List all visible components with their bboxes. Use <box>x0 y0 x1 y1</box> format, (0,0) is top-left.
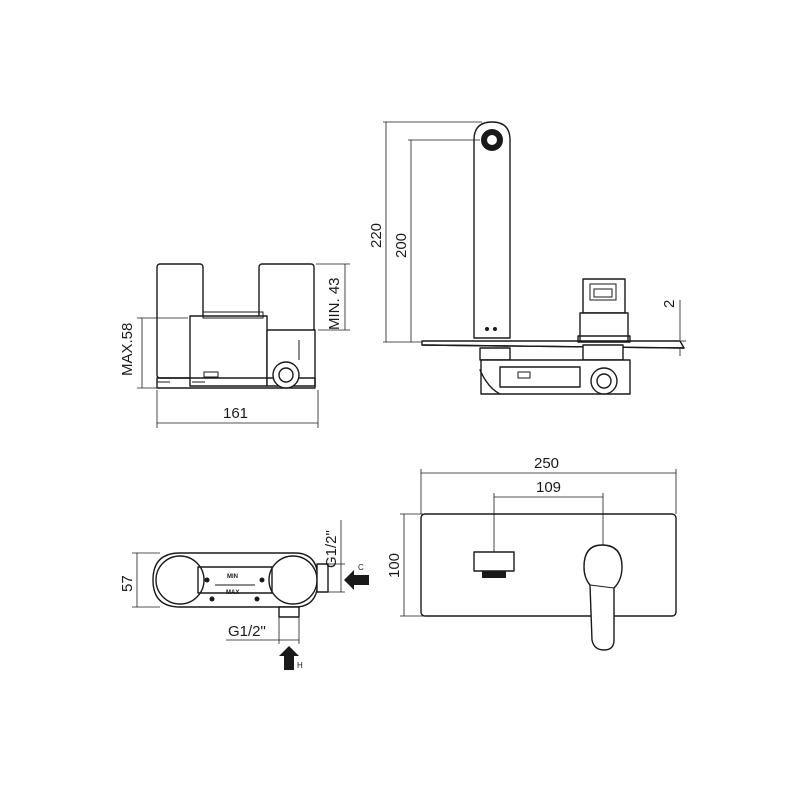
label-cold: C <box>358 563 364 572</box>
dim-57: 57 <box>119 575 136 592</box>
dim-109: 109 <box>536 479 561 496</box>
dim-250: 250 <box>534 455 559 472</box>
dim-220: 220 <box>368 223 385 248</box>
dim-100: 100 <box>386 553 403 578</box>
plate-view: 250 109 100 <box>386 455 677 651</box>
side-view: 220 200 2 <box>368 121 686 395</box>
hot-inlet-arrow <box>279 646 299 670</box>
cold-inlet-arrow <box>344 570 369 590</box>
top-view: MIN MAX 57 G1/2" G1/2" C H <box>119 520 369 670</box>
label-hot: H <box>297 661 303 670</box>
label-min: MIN <box>227 574 238 580</box>
front-view: MAX.58 MIN. 43 161 <box>119 263 350 428</box>
label-max: MAX <box>226 590 239 596</box>
dim-200: 200 <box>393 233 410 258</box>
dim-min43: MIN. 43 <box>326 277 343 330</box>
dim-g12-top: G1/2" <box>323 530 340 568</box>
dim-g12-bottom: G1/2" <box>228 623 266 640</box>
dim-2: 2 <box>661 300 678 308</box>
dim-161: 161 <box>223 405 248 422</box>
dim-max58: MAX.58 <box>119 323 136 376</box>
